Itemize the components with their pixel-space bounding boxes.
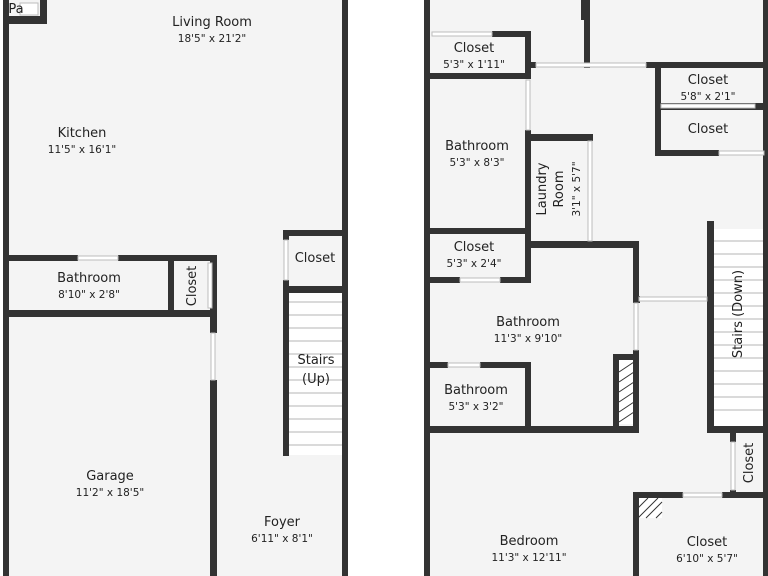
foyer-label: Foyer (264, 515, 301, 530)
closet-d-dims: 5'3" x 2'4" (446, 258, 501, 270)
stairs-up (289, 292, 342, 455)
left-floor-plan: Pa Living Room 18'5" x 21'2" Kitchen 11'… (3, 0, 348, 576)
small-closet-label: Closet (185, 266, 200, 307)
stairs-up-label-1: Stairs (297, 353, 334, 368)
stair-treads (289, 301, 342, 446)
bathroom-a-label: Bathroom (445, 139, 509, 154)
closet-f-label: Closet (687, 535, 728, 550)
utility-chase-2 (637, 497, 663, 519)
pantry-label: Pa (8, 2, 23, 17)
living-room-label: Living Room (172, 15, 252, 30)
bathroom-label: Bathroom (57, 271, 121, 286)
bedroom-dims: 11'3" x 12'11" (491, 552, 566, 564)
closet-b-dims: 5'8" x 2'1" (680, 91, 735, 103)
foyer-dims: 6'11" x 8'1" (251, 533, 313, 545)
garage-dims: 11'2" x 18'5" (76, 487, 144, 499)
bathroom-c-dims: 5'3" x 3'2" (448, 401, 503, 413)
bedroom-label: Bedroom (500, 534, 559, 549)
garage-label: Garage (86, 469, 134, 484)
closet-a-dims: 5'3" x 1'11" (443, 59, 505, 71)
stair-treads-down (714, 240, 764, 411)
kitchen-dims: 11'5" x 16'1" (48, 144, 116, 156)
bathroom-b-label: Bathroom (496, 315, 560, 330)
closet-e-label: Closet (742, 443, 757, 484)
bathroom-a-dims: 5'3" x 8'3" (449, 157, 504, 169)
stair-closet-label: Closet (295, 251, 336, 266)
left-openings (19, 2, 289, 381)
kitchen-label: Kitchen (58, 126, 107, 141)
living-room-dims: 18'5" x 21'2" (178, 33, 246, 45)
utility-chase-1 (618, 360, 635, 424)
bathroom-c-label: Bathroom (444, 383, 508, 398)
stairs-down (714, 229, 764, 427)
left-walls (3, 0, 348, 576)
stairs-up-label-2: (Up) (302, 372, 330, 387)
right-floor-plan: Closet 5'3" x 1'11" Closet 5'8" x 2'1" C… (424, 0, 768, 576)
closet-a-label: Closet (454, 41, 495, 56)
stairs-down-label: Stairs (Down) (731, 270, 746, 358)
bathroom-b-dims: 11'3" x 9'10" (494, 333, 562, 345)
laundry-label-2: Room (552, 170, 567, 207)
right-openings (431, 31, 765, 498)
laundry-label-1: Laundry (535, 162, 550, 215)
closet-d-label: Closet (454, 240, 495, 255)
closet-b-label: Closet (688, 73, 729, 88)
bathroom-dims: 8'10" x 2'8" (58, 289, 120, 301)
laundry-dims: 3'1" x 5'7" (571, 161, 583, 216)
right-walls (424, 0, 768, 576)
closet-f-dims: 6'10" x 5'7" (676, 553, 738, 565)
closet-c-label: Closet (688, 122, 729, 137)
